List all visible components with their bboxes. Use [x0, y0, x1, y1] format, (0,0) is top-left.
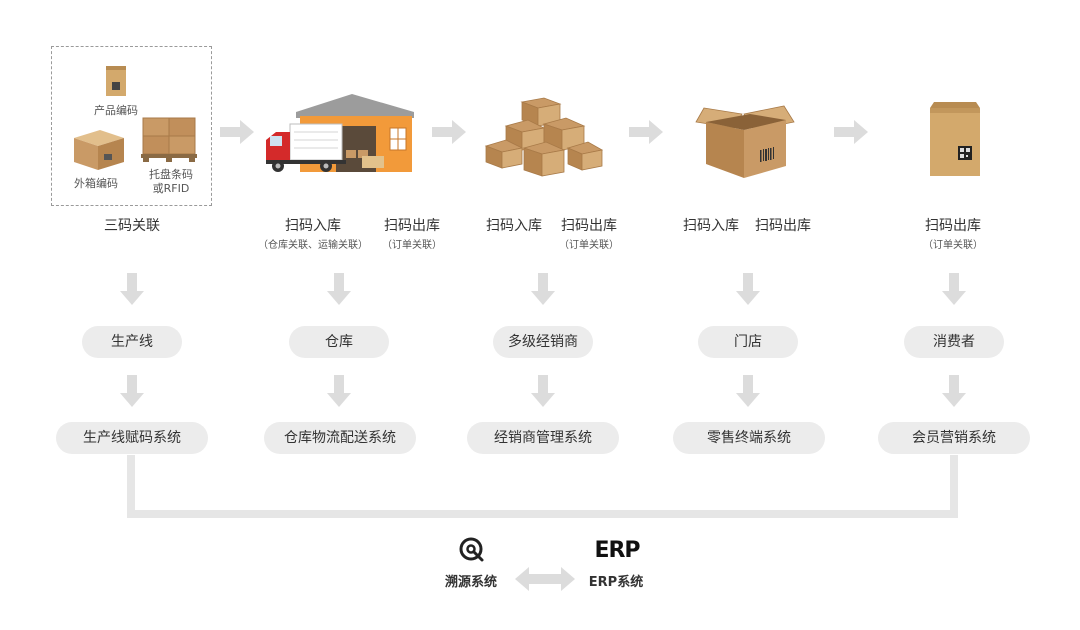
down-arrow-icon	[942, 375, 966, 407]
erp-system-label: ERP系统	[588, 575, 644, 590]
stage3-scan-out: 扫码出库	[561, 218, 617, 234]
system-distributor-management: 经销商管理系统	[467, 422, 619, 454]
down-arrow-icon	[120, 375, 144, 407]
system-production-coding: 生产线赋码系统	[56, 422, 208, 454]
stage4-scan-in: 扫码入库	[683, 218, 739, 234]
down-arrow-icon	[327, 375, 351, 407]
pallet-rfid-label: 或RFID	[152, 182, 190, 195]
bidirectional-arrow-icon	[515, 567, 575, 591]
open-box-icon	[695, 105, 795, 178]
node-store: 门店	[698, 326, 798, 358]
right-arrow-icon	[834, 120, 868, 144]
outer-box-icon	[74, 130, 124, 170]
system-member-marketing: 会员营销系统	[878, 422, 1030, 454]
system-warehouse-logistics: 仓库物流配送系统	[264, 422, 416, 454]
stage3-scan-in: 扫码入库	[486, 218, 542, 234]
outer-code-label: 外箱编码	[74, 177, 118, 190]
node-consumer: 消费者	[904, 326, 1004, 358]
box-pile-icon	[484, 97, 604, 177]
stage2-scan-in-note: （仓库关联、运输关联）	[258, 240, 368, 251]
trace-logo-icon	[459, 537, 484, 562]
stage2-scan-out-note: （订单关联）	[382, 240, 442, 251]
down-arrow-icon	[327, 273, 351, 305]
pallet-code-label: 托盘条码	[149, 168, 193, 181]
node-production-line: 生产线	[82, 326, 182, 358]
down-arrow-icon	[531, 375, 555, 407]
warehouse-truck-icon	[266, 94, 414, 172]
stage5-scan-out-note: （订单关联）	[923, 240, 983, 251]
stage5-scan-out: 扫码出库	[925, 218, 981, 234]
three-code-caption: 三码关联	[104, 218, 160, 234]
down-arrow-icon	[531, 273, 555, 305]
system-retail-terminal: 零售终端系统	[673, 422, 825, 454]
down-arrow-icon	[736, 273, 760, 305]
right-arrow-icon	[432, 120, 466, 144]
trace-system-label: 溯源系统	[444, 575, 497, 590]
three-code-box	[51, 46, 212, 206]
erp-logo: ERP	[594, 538, 640, 563]
node-warehouse: 仓库	[289, 326, 389, 358]
stage4-scan-out: 扫码出库	[755, 218, 811, 234]
stage3-scan-out-note: （订单关联）	[559, 240, 619, 251]
bag-qr-icon	[930, 102, 980, 176]
stage2-scan-in: 扫码入库	[285, 218, 341, 234]
stage2-scan-out: 扫码出库	[384, 218, 440, 234]
right-arrow-icon	[629, 120, 663, 144]
pallet-icon	[141, 117, 197, 162]
right-arrow-icon	[220, 120, 254, 144]
down-arrow-icon	[120, 273, 144, 305]
node-distributor: 多级经销商	[493, 326, 593, 358]
down-arrow-icon	[942, 273, 966, 305]
down-arrow-icon	[736, 375, 760, 407]
product-code-label: 产品编码	[94, 104, 138, 117]
product-bag-icon	[106, 66, 126, 96]
